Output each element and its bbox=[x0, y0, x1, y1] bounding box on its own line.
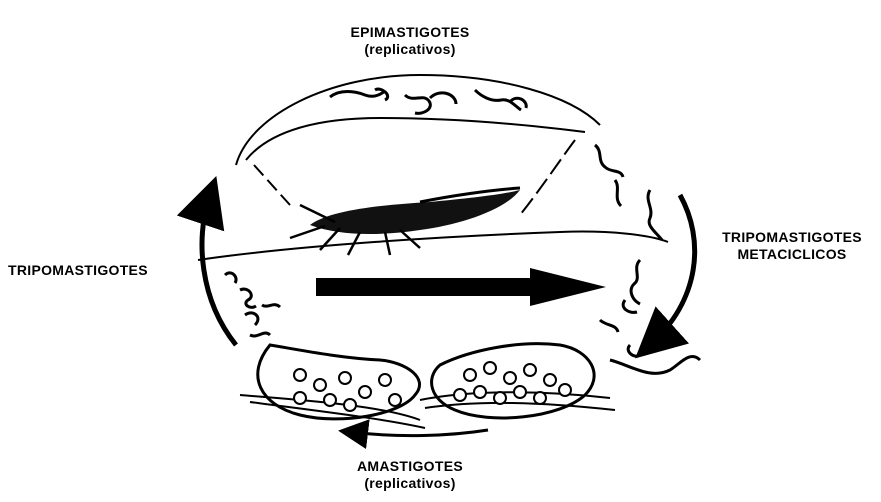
left-cycle-arrow bbox=[202, 195, 236, 345]
trypomastigote-cluster-left bbox=[225, 273, 280, 336]
label-trypomastigotes-left: TRIPOMASTIGOTES bbox=[8, 262, 148, 279]
label-epimastigotes-line2: (replicativos) bbox=[330, 41, 490, 58]
label-amastigotes: AMASTIGOTES (replicativos) bbox=[330, 458, 490, 492]
label-amastigotes-line1: AMASTIGOTES bbox=[330, 458, 490, 475]
label-trypomastigotes-right-line1: TRIPOMASTIGOTES bbox=[708, 229, 876, 246]
bottom-cycle-arrow bbox=[350, 430, 488, 436]
host-cells bbox=[240, 344, 615, 428]
label-trypomastigotes-right: TRIPOMASTIGOTES METACICLICOS bbox=[708, 229, 876, 263]
label-epimastigotes-line1: EPIMASTIGOTES bbox=[330, 24, 490, 41]
label-trypomastigotes-right-line2: METACICLICOS bbox=[708, 246, 876, 263]
label-epimastigotes: EPIMASTIGOTES (replicativos) bbox=[330, 24, 490, 58]
label-trypomastigotes-left-line1: TRIPOMASTIGOTES bbox=[8, 262, 148, 279]
epimastigote-cluster bbox=[330, 89, 526, 113]
trypomastigote-cluster-right bbox=[595, 145, 700, 373]
label-amastigotes-line2: (replicativos) bbox=[330, 475, 490, 492]
skin-surface bbox=[198, 232, 668, 260]
right-cycle-arrow bbox=[650, 195, 695, 345]
central-arrow bbox=[316, 268, 606, 306]
gut-outline bbox=[236, 75, 600, 215]
